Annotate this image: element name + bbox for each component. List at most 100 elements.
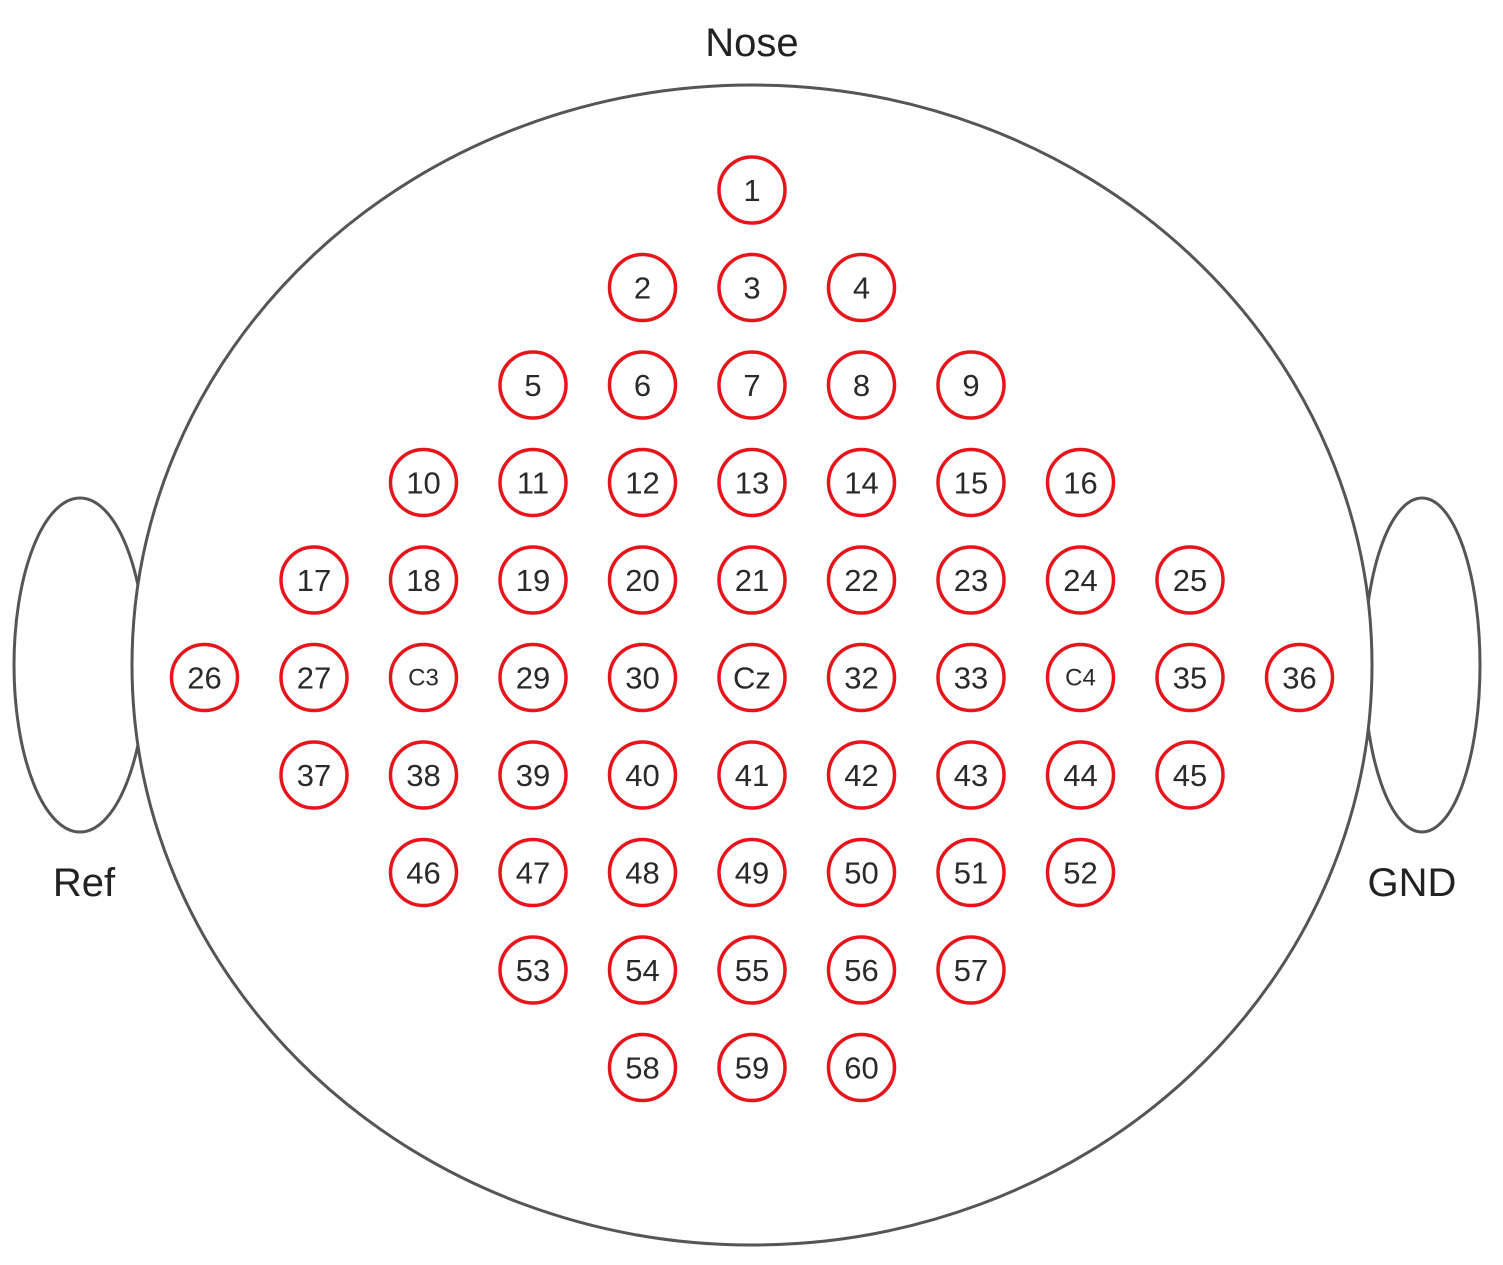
electrode-ring — [826, 252, 897, 323]
electrode-ring — [498, 837, 568, 908]
electrode-label: 41 — [735, 758, 769, 793]
electrode-17: 17 — [279, 545, 349, 615]
electrode-label: 10 — [406, 466, 440, 501]
electrode-ring — [717, 252, 787, 323]
electrode-label: 36 — [1282, 661, 1316, 696]
electrode-43: 43 — [936, 740, 1006, 810]
electrode-51: 51 — [936, 837, 1006, 908]
electrode-ring — [607, 350, 678, 420]
electrode-label: 14 — [844, 466, 878, 501]
electrode-label: 38 — [406, 758, 440, 793]
electrode-50: 50 — [826, 837, 897, 908]
electrode-ring — [607, 642, 678, 713]
electrode-ring — [498, 935, 568, 1005]
electrode-ring — [498, 642, 568, 713]
electrode-36: 36 — [1264, 642, 1335, 713]
electrode-ring — [826, 545, 897, 615]
electrode-label: 5 — [524, 368, 541, 403]
electrode-ring — [607, 837, 678, 908]
electrode-ring — [279, 740, 349, 810]
electrode-26: 26 — [169, 642, 240, 713]
electrode-5: 5 — [498, 350, 568, 420]
electrode-55: 55 — [717, 935, 787, 1005]
electrode-24: 24 — [1045, 545, 1116, 615]
electrode-ring — [279, 642, 349, 713]
electrode-4: 4 — [826, 252, 897, 323]
electrode-label: 40 — [625, 758, 659, 793]
electrode-label: 29 — [516, 661, 550, 696]
electrode-label: 20 — [625, 563, 659, 598]
electrode-ring — [1045, 447, 1116, 518]
electrode-ring — [1264, 642, 1335, 713]
electrode-label: 9 — [962, 368, 979, 403]
electrode-ring — [607, 740, 678, 810]
electrode-ring — [1045, 740, 1116, 810]
electrode-45: 45 — [1155, 740, 1225, 810]
electrode-label: 24 — [1063, 563, 1097, 598]
electrode-57: 57 — [936, 935, 1006, 1005]
electrode-label: 26 — [187, 661, 221, 696]
electrode-label: C4 — [1065, 665, 1096, 692]
electrode-ring — [498, 350, 568, 420]
electrode-42: 42 — [826, 740, 897, 810]
electrode-label: 56 — [844, 953, 878, 988]
electrode-label: 46 — [406, 856, 440, 891]
ref-label: Ref — [53, 861, 116, 905]
electrode-19: 19 — [498, 545, 568, 615]
electrode-ring — [388, 642, 459, 713]
right-ear — [1362, 496, 1482, 834]
electrode-27: 27 — [279, 642, 349, 713]
electrode-41: 41 — [717, 740, 787, 810]
electrode-label: 17 — [297, 563, 331, 598]
electrode-ring — [607, 252, 678, 323]
electrode-ring — [169, 642, 240, 713]
electrode-ring — [607, 1032, 678, 1103]
electrode-32: 32 — [826, 642, 897, 713]
electrode-label: 54 — [625, 953, 659, 988]
electrode-label: 60 — [844, 1051, 878, 1086]
electrode-label: 51 — [954, 856, 988, 891]
electrode-ring — [717, 740, 787, 810]
electrode-label: 50 — [844, 856, 878, 891]
electrode-13: 13 — [717, 447, 787, 518]
electrode-3: 3 — [717, 252, 787, 323]
electrode-37: 37 — [279, 740, 349, 810]
electrode-15: 15 — [936, 447, 1006, 518]
electrode-ring — [717, 447, 787, 518]
electrode-ring — [717, 642, 787, 713]
electrode-label: 2 — [634, 271, 651, 306]
electrode-56: 56 — [826, 935, 897, 1005]
electrode-52: 52 — [1045, 837, 1116, 908]
electrode-ring — [826, 642, 897, 713]
electrode-ring — [717, 155, 787, 225]
electrode-ring — [717, 935, 787, 1005]
electrode-label: 7 — [743, 368, 760, 403]
gnd-label: GND — [1368, 861, 1457, 905]
electrode-label: 4 — [853, 271, 870, 306]
electrode-53: 53 — [498, 935, 568, 1005]
electrode-c4: C4 — [1045, 642, 1116, 713]
electrode-ring — [388, 447, 459, 518]
electrode-33: 33 — [936, 642, 1006, 713]
electrode-22: 22 — [826, 545, 897, 615]
electrode-ring — [1155, 740, 1225, 810]
electrode-ring — [388, 545, 459, 615]
electrode-12: 12 — [607, 447, 678, 518]
electrode-label: 16 — [1063, 466, 1097, 501]
electrode-label: 58 — [625, 1051, 659, 1086]
electrode-label: 1 — [743, 173, 760, 208]
electrode-label: 48 — [625, 856, 659, 891]
electrode-10: 10 — [388, 447, 459, 518]
electrode-ring — [1045, 837, 1116, 908]
electrode-ring — [279, 545, 349, 615]
electrode-label: 13 — [735, 466, 769, 501]
electrode-ring — [717, 545, 787, 615]
electrode-label: 30 — [625, 661, 659, 696]
electrode-label: 42 — [844, 758, 878, 793]
electrode-14: 14 — [826, 447, 897, 518]
electrode-cz: Cz — [717, 642, 787, 713]
electrode-label: 8 — [853, 368, 870, 403]
electrode-29: 29 — [498, 642, 568, 713]
electrode-46: 46 — [388, 837, 459, 908]
